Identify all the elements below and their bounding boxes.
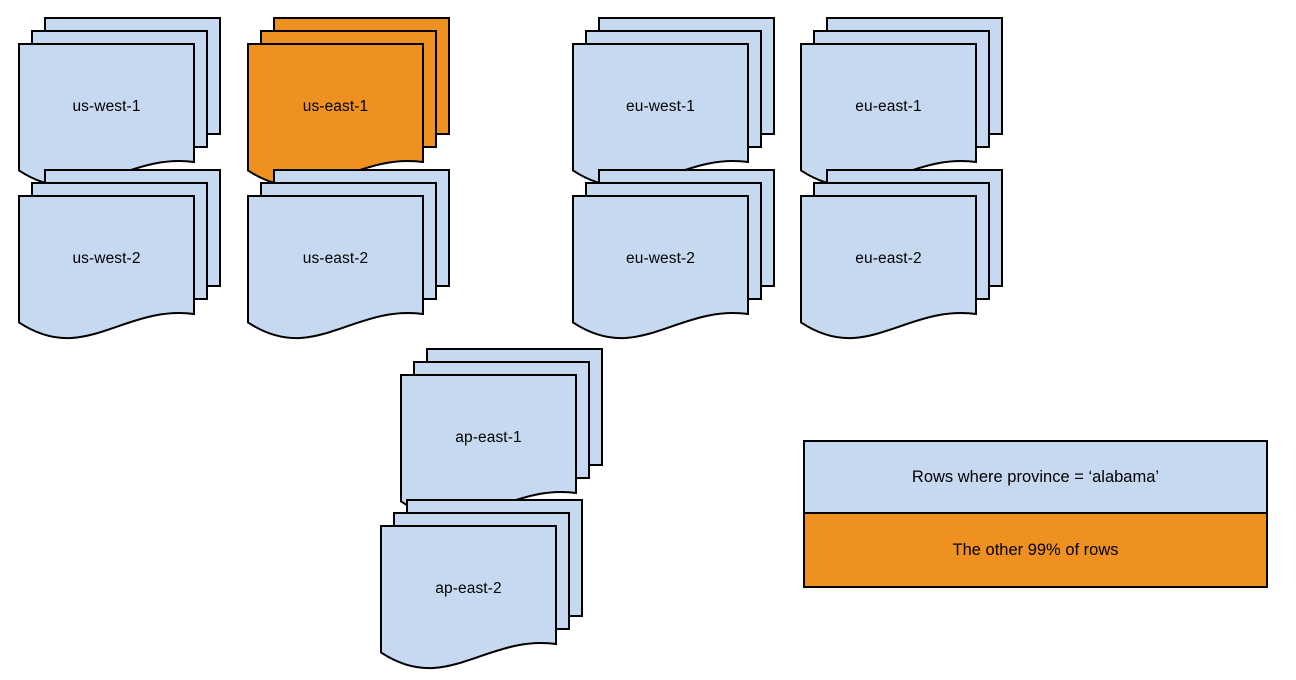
legend: Rows where province = ‘alabama’ The other… [803,440,1268,588]
document-stack-us-east-1[interactable]: us-east-1 [247,17,450,192]
document-sheet [800,195,977,340]
document-sheet [572,195,749,340]
document-stack-us-west-1[interactable]: us-west-1 [18,17,221,192]
document-stack-shape-us-west-2 [18,169,221,340]
document-sheet [18,43,195,188]
document-stack-eu-west-1[interactable]: eu-west-1 [572,17,775,192]
document-stack-eu-east-2[interactable]: eu-east-2 [800,169,1003,344]
document-stack-us-west-2[interactable]: us-west-2 [18,169,221,344]
document-sheet [800,43,977,188]
document-stack-eu-east-1[interactable]: eu-east-1 [800,17,1003,192]
legend-item-label-orange: The other 99% of rows [952,540,1119,559]
document-sheet [380,525,557,670]
document-sheet [18,195,195,340]
document-stack-shape-us-east-1 [247,17,450,188]
document-stack-shape-eu-east-1 [800,17,1003,188]
document-stack-us-east-2[interactable]: us-east-2 [247,169,450,344]
document-stack-shape-eu-east-2 [800,169,1003,340]
document-sheet [400,374,577,519]
document-sheet [247,43,424,188]
legend-item-label-blue: Rows where province = ‘alabama’ [911,467,1160,486]
document-stack-shape-eu-west-2 [572,169,775,340]
document-stack-shape-us-east-2 [247,169,450,340]
document-stack-ap-east-2[interactable]: ap-east-2 [380,499,583,674]
legend-item-blue: Rows where province = ‘alabama’ [805,442,1266,514]
document-stack-shape-ap-east-2 [380,499,583,670]
legend-item-orange: The other 99% of rows [805,514,1266,586]
document-stack-shape-us-west-1 [18,17,221,188]
document-sheet [247,195,424,340]
document-stack-shape-ap-east-1 [400,348,603,519]
document-stack-shape-eu-west-1 [572,17,775,188]
document-stack-eu-west-2[interactable]: eu-west-2 [572,169,775,344]
document-sheet [572,43,749,188]
document-stack-ap-east-1[interactable]: ap-east-1 [400,348,603,523]
